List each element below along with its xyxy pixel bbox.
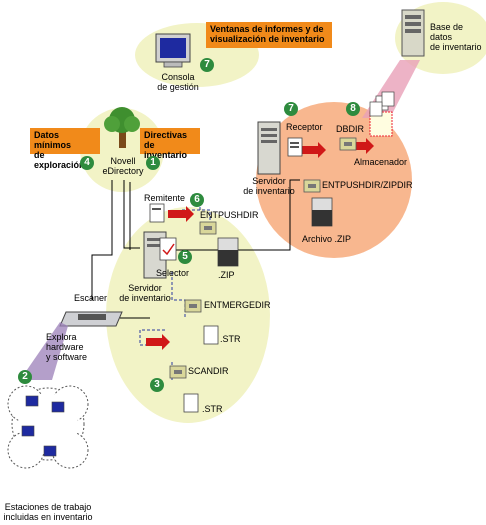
console-monitor bbox=[155, 33, 191, 68]
inventory-policies-text: Directivas de inventario bbox=[144, 130, 188, 160]
entpushdir-folder bbox=[199, 221, 217, 235]
str-doc-2 bbox=[183, 393, 199, 413]
entpushdir-zipdir-label: ENTPUSHDIR/ZIPDIR bbox=[322, 180, 413, 190]
badge-7-console: 7 bbox=[200, 58, 214, 72]
inventory-server-region bbox=[106, 207, 270, 423]
badge-4: 4 bbox=[80, 156, 94, 170]
scanner-device bbox=[59, 311, 123, 327]
report-windows-text: Ventanas de informes y de visualización … bbox=[210, 24, 325, 44]
scanner-label: Escáner bbox=[74, 293, 108, 303]
edirectory-tree bbox=[104, 107, 140, 148]
str-doc-1 bbox=[203, 325, 219, 345]
inventory-db-label: Base de datos de inventario bbox=[430, 22, 482, 52]
entmergedir-label: ENTMERGEDIR bbox=[204, 300, 271, 310]
zip-file-icon-mid bbox=[217, 237, 239, 267]
edirectory-label: Novell eDirectory bbox=[102, 156, 144, 176]
receiver-doc bbox=[287, 137, 303, 157]
sender-doc bbox=[149, 203, 165, 223]
str-1-label: .STR bbox=[220, 334, 241, 344]
zip-file-label: Archivo .ZIP bbox=[302, 234, 352, 244]
badge-7-receiver: 7 bbox=[284, 102, 298, 116]
scan-beam bbox=[20, 322, 68, 380]
selector-label: Selector bbox=[156, 268, 190, 278]
badge-1: 1 bbox=[146, 156, 160, 170]
top-server-tower bbox=[257, 121, 281, 175]
report-windows-callout: Ventanas de informes y de visualización … bbox=[206, 22, 332, 48]
scandir-folder bbox=[169, 365, 187, 379]
console-label: Consola de gestión bbox=[157, 72, 199, 92]
scan-data-callout: Datos mínimos de exploración bbox=[30, 128, 100, 170]
str-2-label: .STR bbox=[202, 404, 223, 414]
workstations-cloud bbox=[7, 385, 89, 469]
red-arrows bbox=[146, 138, 374, 350]
dbdir-folder bbox=[339, 137, 357, 151]
zip-label: .ZIP bbox=[218, 270, 235, 280]
storer-label: Almacenador bbox=[354, 157, 408, 167]
selector-doc bbox=[159, 237, 177, 261]
storer-docs bbox=[369, 91, 395, 137]
entpushdir-label: ENTPUSHDIR bbox=[200, 210, 259, 220]
inventory-policies-callout: Directivas de inventario bbox=[140, 128, 200, 160]
badge-5: 5 bbox=[178, 250, 192, 264]
dbdir-label: DBDIR bbox=[336, 124, 365, 134]
badge-3: 3 bbox=[150, 378, 164, 392]
scandir-label: SCANDIR bbox=[188, 366, 229, 376]
badge-6: 6 bbox=[190, 193, 204, 207]
database-server bbox=[401, 9, 425, 57]
sender-label: Remitente bbox=[144, 193, 186, 203]
badge-2: 2 bbox=[18, 370, 32, 384]
inventory-server-mid-label: Servidor de inventario bbox=[119, 283, 171, 303]
zip-file-icon-top bbox=[311, 197, 333, 227]
explores-label: Explora hardware y software bbox=[46, 332, 88, 362]
badge-8: 8 bbox=[346, 102, 360, 116]
scan-data-text: Datos mínimos de exploración bbox=[34, 130, 85, 170]
inventory-server-top-label: Servidor de inventario bbox=[243, 176, 295, 196]
receiver-label: Receptor bbox=[286, 122, 323, 132]
zipdir-folder bbox=[303, 179, 321, 193]
entmergedir-folder bbox=[184, 299, 202, 313]
workstations-label: Estaciones de trabajo incluidas en inven… bbox=[3, 502, 93, 522]
